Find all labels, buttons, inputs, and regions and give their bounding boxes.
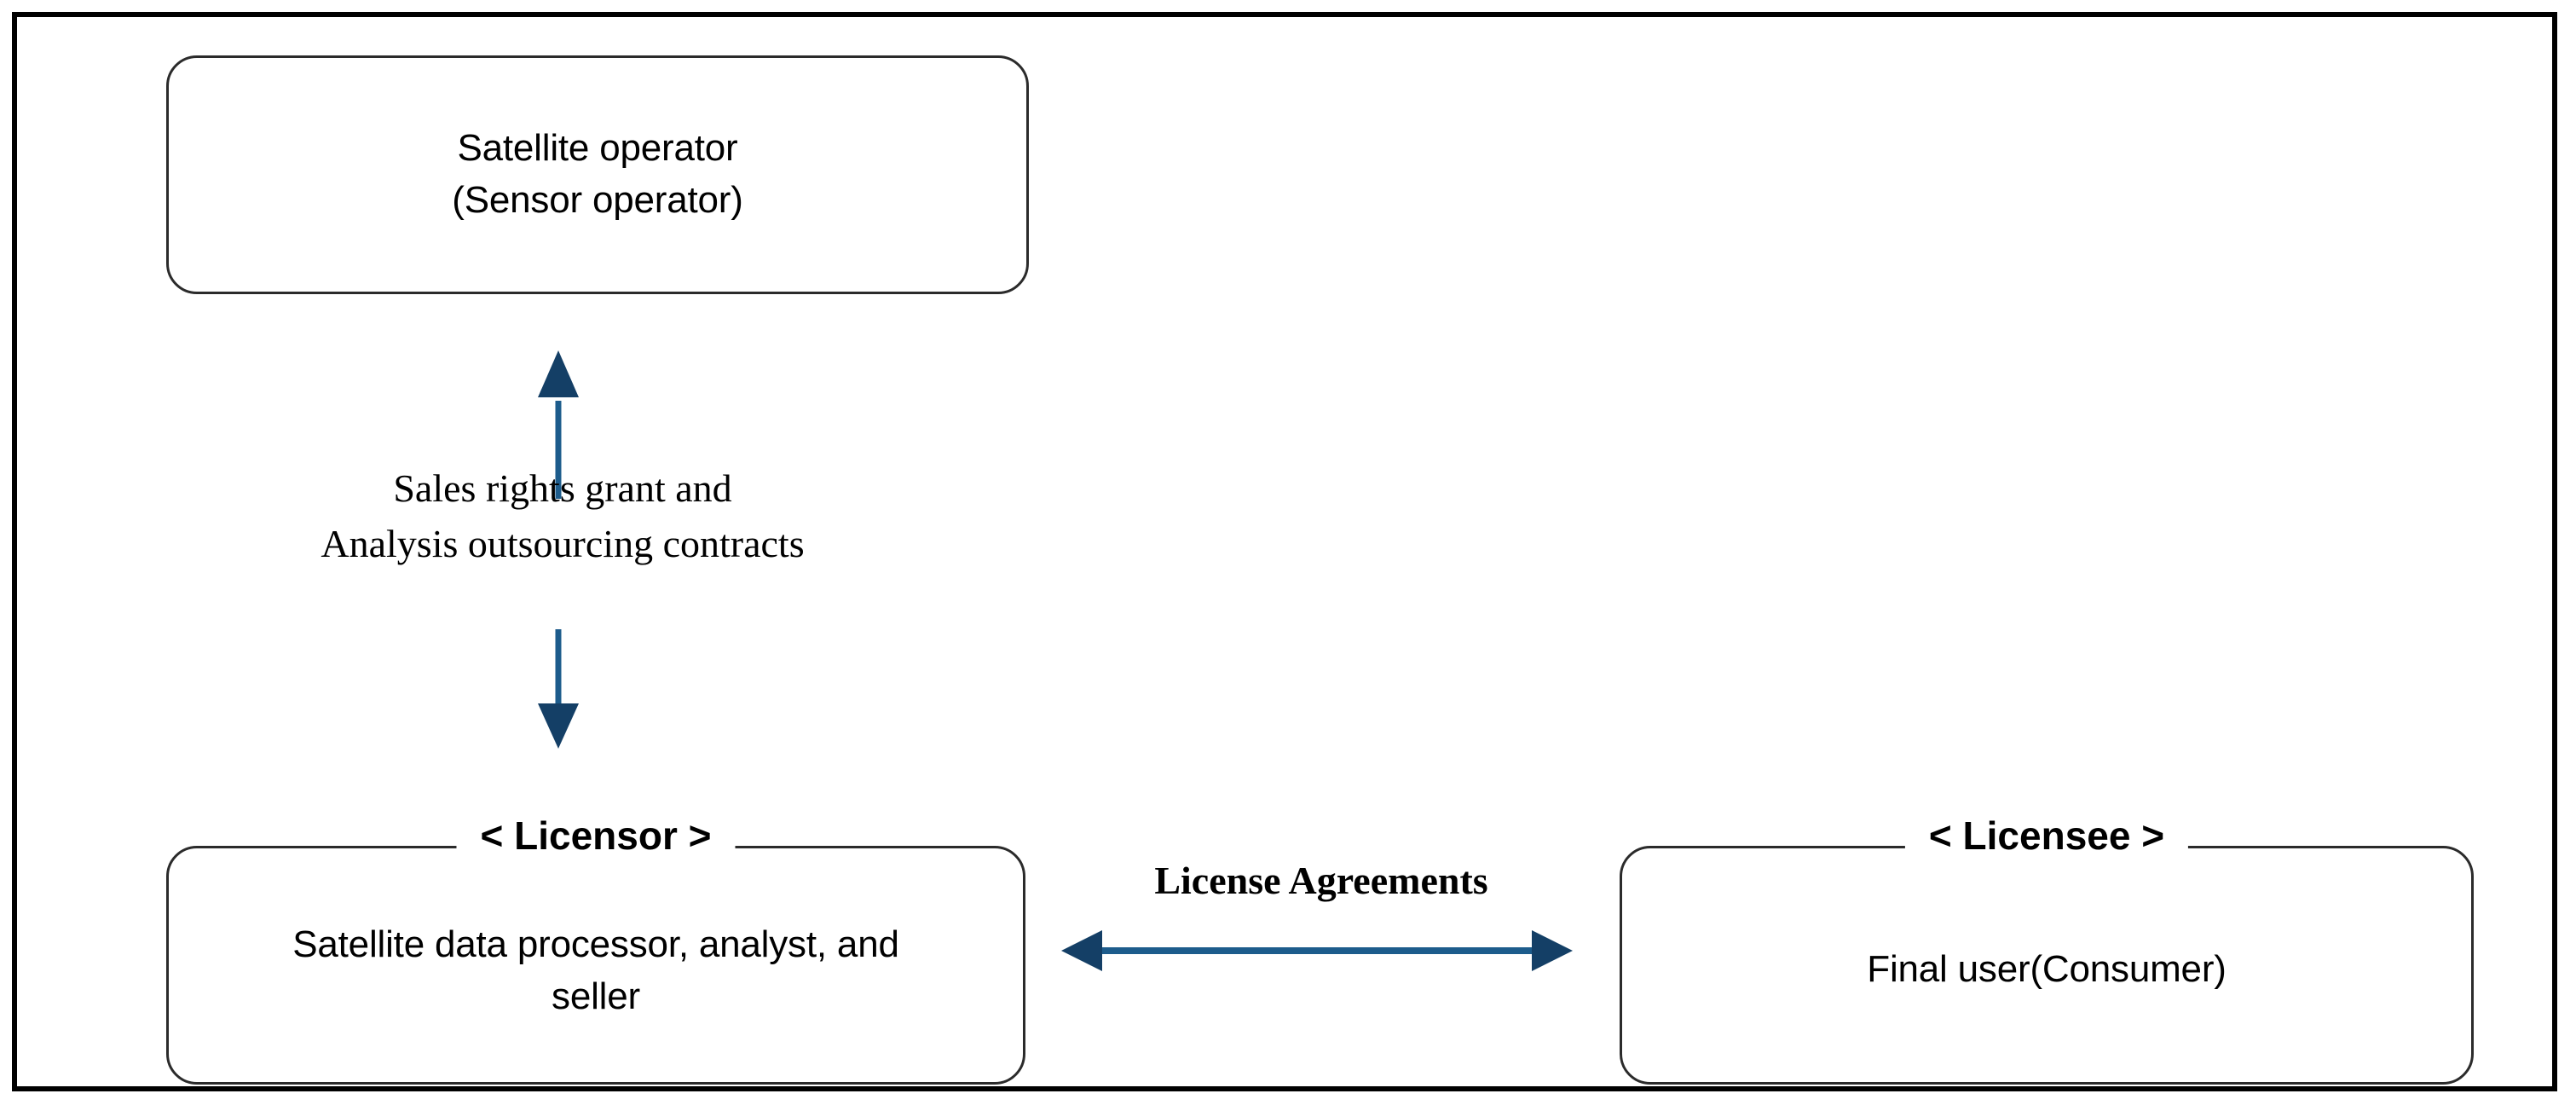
double-headed-horizontal-arrow-icon bbox=[1061, 930, 1573, 971]
arrow-up-head bbox=[538, 350, 579, 397]
node-satellite-operator[interactable]: Satellite operator (Sensor operator) bbox=[166, 55, 1029, 294]
node-licensor-legend: < Licensor > bbox=[456, 816, 736, 855]
edge-label-sales-rights-and-analysis: Sales rights grant and Analysis outsourc… bbox=[321, 466, 805, 566]
arrow-down-head bbox=[538, 703, 579, 749]
node-licensee[interactable]: < Licensee > Final user(Consumer) bbox=[1620, 816, 2474, 1085]
arrow-left-head bbox=[1061, 930, 1102, 971]
node-licensee-legend: < Licensee > bbox=[1904, 816, 2189, 855]
node-licensor[interactable]: < Licensor > Satellite data processor, a… bbox=[166, 816, 1025, 1085]
diagram-outer-frame: Satellite operator (Sensor operator) Sal… bbox=[12, 12, 2557, 1091]
double-headed-vertical-arrow-icon bbox=[538, 350, 579, 749]
node-satellite-operator-label: Satellite operator (Sensor operator) bbox=[452, 127, 743, 221]
arrow-right-head bbox=[1532, 930, 1573, 971]
node-licensee-label: Final user(Consumer) bbox=[1867, 947, 2227, 990]
node-licensor-label: Satellite data processor, analyst, and s… bbox=[292, 923, 899, 1017]
edge-label-license-agreements: License Agreements bbox=[1154, 859, 1488, 902]
